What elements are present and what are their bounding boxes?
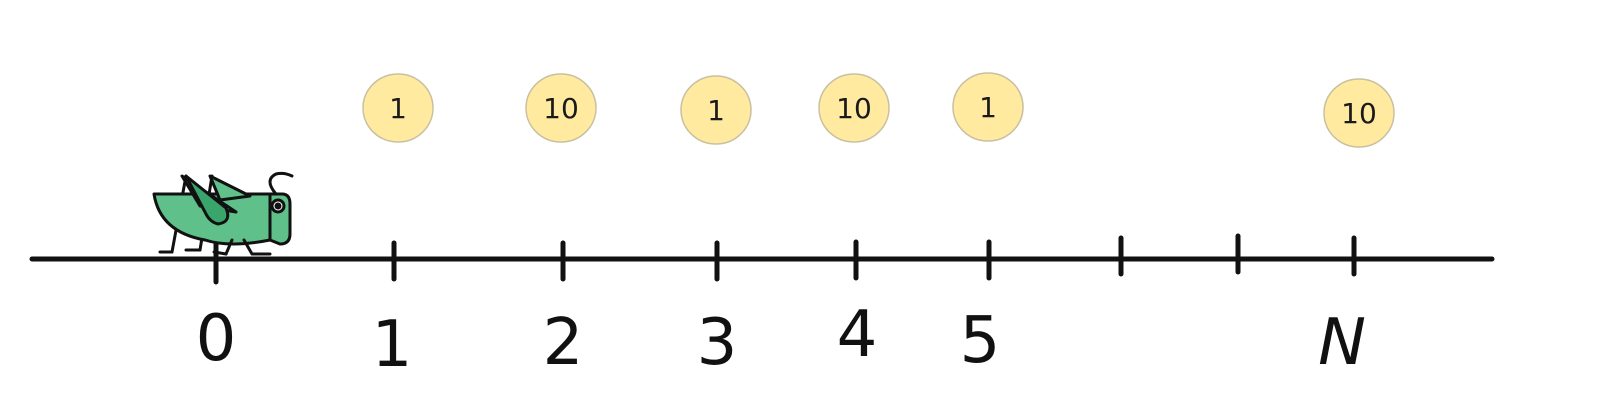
- coin-value: 1: [707, 94, 725, 127]
- tick-label-0: 0: [196, 302, 237, 376]
- coin: 10: [525, 73, 597, 143]
- coin-circle: [680, 75, 752, 145]
- coin-value: 1: [389, 92, 407, 125]
- coin-value: 10: [1341, 97, 1377, 130]
- grasshopper-icon: [152, 171, 294, 256]
- coin-circle: [1323, 78, 1395, 148]
- tick-label-4: 4: [837, 298, 878, 372]
- coin: 10: [1323, 78, 1395, 148]
- tick-label-3: 3: [697, 306, 738, 380]
- coin: 1: [680, 75, 752, 145]
- coin-value: 10: [543, 92, 579, 125]
- tick-label-1: 1: [372, 308, 413, 382]
- coin: 1: [952, 72, 1024, 142]
- coins: 1 10 1 10 1 10: [362, 72, 1395, 148]
- coin-circle: [818, 73, 890, 143]
- tick-labels: 0 1 2 3 4 5 N: [196, 298, 1366, 382]
- coin: 10: [818, 73, 890, 143]
- coin: 1: [362, 73, 434, 143]
- ticks: [213, 233, 1357, 285]
- coin-value: 1: [979, 91, 997, 124]
- coin-circle: [362, 73, 434, 143]
- coin-circle: [525, 73, 597, 143]
- coin-value: 10: [836, 92, 872, 125]
- tick-label-n: N: [1318, 306, 1366, 380]
- tick-label-2: 2: [543, 306, 584, 380]
- tick-label-5: 5: [960, 304, 1001, 378]
- coin-circle: [952, 72, 1024, 142]
